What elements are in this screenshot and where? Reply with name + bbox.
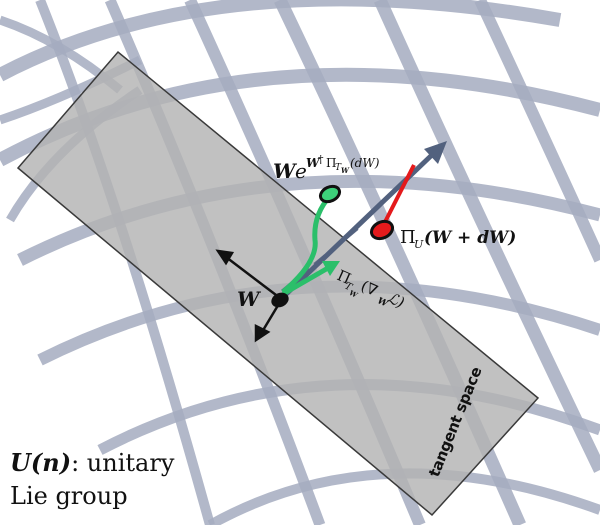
projection-line <box>380 164 416 229</box>
svg-text:(∇: (∇ <box>358 277 380 300</box>
caption-line1-text: : unitary <box>71 449 175 477</box>
retracted-point <box>318 184 342 204</box>
svg-text:U: U <box>414 238 424 251</box>
retraction-curve <box>281 194 332 294</box>
svg-text:W: W <box>348 288 360 300</box>
exp-map-label: W e W † Π T W (dW) <box>273 153 380 183</box>
caption-symbol: U(n) <box>10 448 72 477</box>
svg-text:T: T <box>335 163 342 173</box>
svg-text:W: W <box>341 166 350 175</box>
caption-line-1: U(n): unitary <box>10 446 174 480</box>
svg-text:W: W <box>273 159 298 183</box>
local-frame-arrows <box>215 249 282 343</box>
svg-text:W: W <box>376 296 390 310</box>
tangent-plane <box>16 50 540 517</box>
svg-text:ℒ): ℒ) <box>385 289 408 312</box>
point-w <box>271 292 289 308</box>
projected-point <box>369 219 395 241</box>
caption-line-2: Lie group <box>10 482 128 510</box>
tangent-gradient-arrow <box>281 261 340 297</box>
gradient-label: Π T W (∇ W ℒ) <box>334 266 408 312</box>
svg-text:W: W <box>306 156 321 170</box>
svg-text:(dW): (dW) <box>350 156 380 170</box>
point-w-label: W <box>237 287 262 311</box>
svg-text:e: e <box>295 159 307 183</box>
svg-text:(W + dW): (W + dW) <box>424 228 516 248</box>
projection-label: Π U (W + dW) <box>400 227 516 251</box>
caption: U(n): unitary Lie group <box>10 446 174 513</box>
svg-text:Π: Π <box>326 156 336 170</box>
svg-text:T: T <box>343 281 355 294</box>
svg-text:†: † <box>318 153 324 166</box>
svg-text:Π: Π <box>400 227 416 248</box>
